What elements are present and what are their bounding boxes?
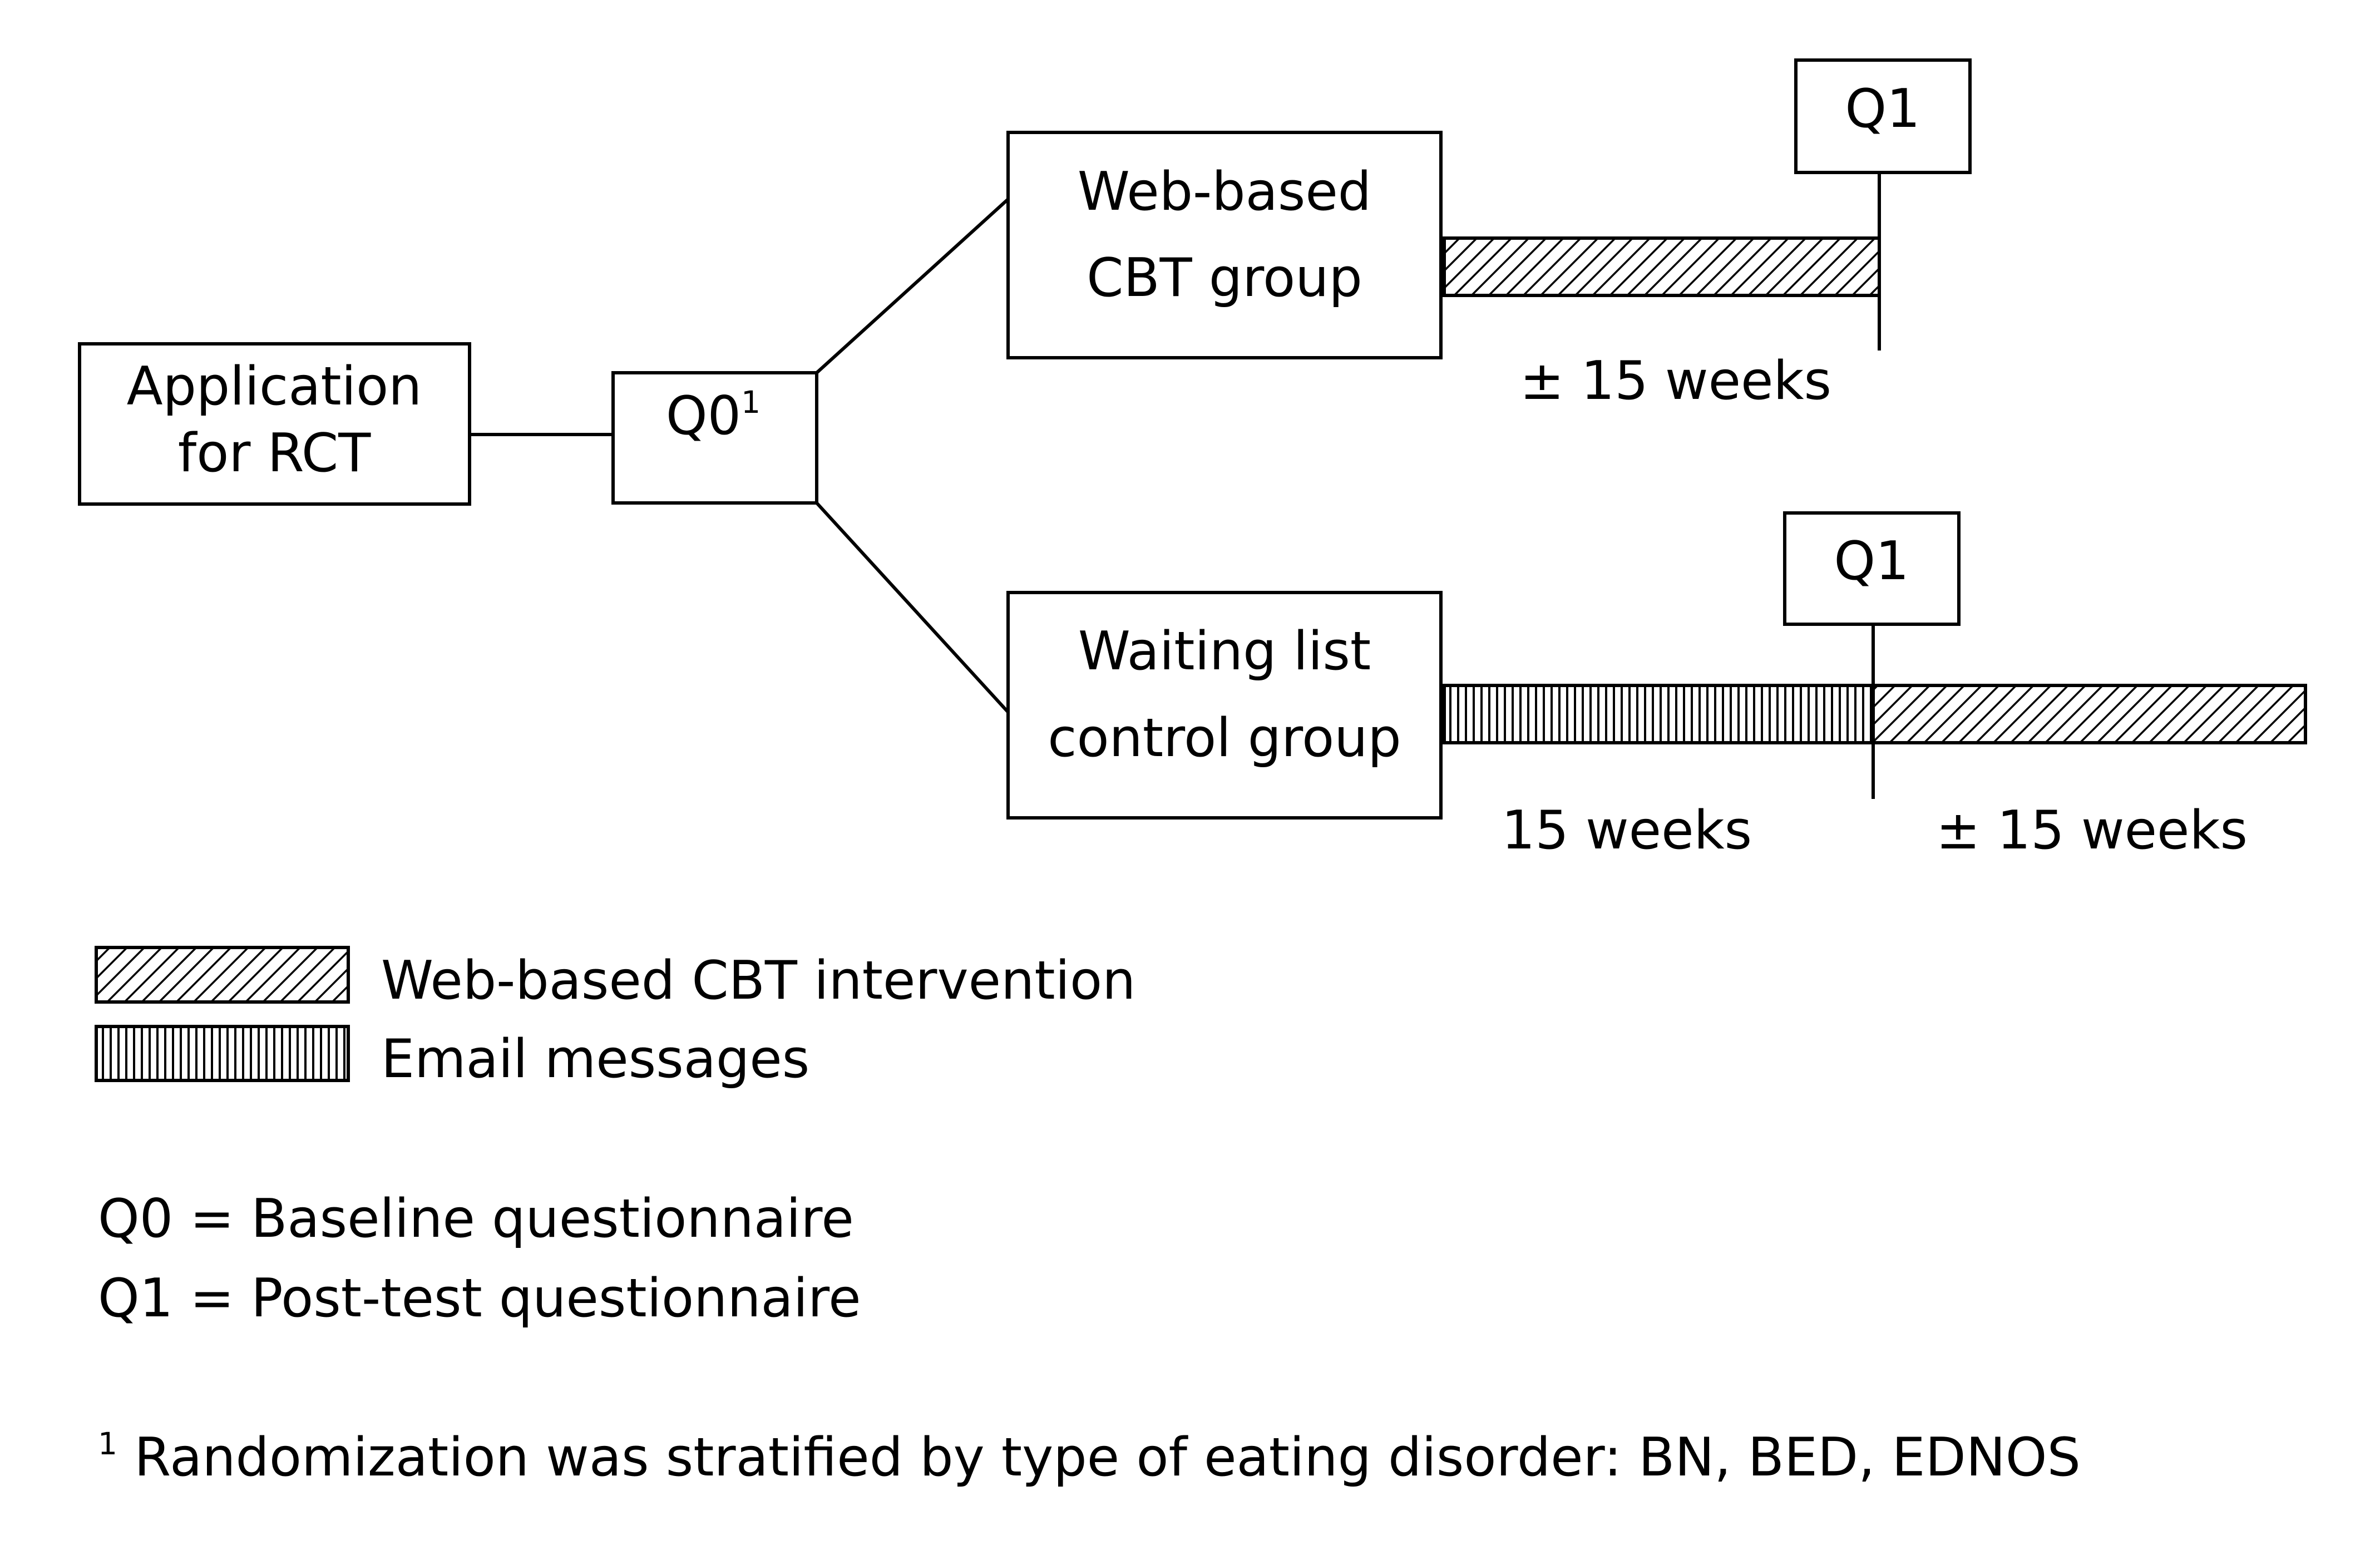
q0-label-superscript: 1 <box>741 384 761 420</box>
web-intervention-duration: ± 15 weeks <box>1520 351 1831 412</box>
waiting-group-label-line1: Waiting list <box>1078 621 1371 682</box>
web-group-box <box>1006 131 1443 359</box>
definition-q0: Q0 = Baseline questionnaire <box>98 1188 854 1250</box>
q0-box <box>611 371 818 505</box>
legend: Web-based CBT intervention Email message… <box>95 946 1135 1090</box>
q1-top-box <box>1794 58 1972 174</box>
legend-vertical-swatch <box>95 1025 350 1082</box>
legend-intervention-label: Web-based CBT intervention <box>381 950 1135 1011</box>
waiting-group-label-line2: control group <box>1048 708 1401 769</box>
web-group-label-line2: CBT group <box>1087 248 1362 309</box>
waiting-group-node: Waiting list control group <box>1006 591 1443 820</box>
link-q0-web <box>815 198 1010 374</box>
link-q0-waiting <box>815 501 1010 714</box>
waiting-email-bar <box>1443 684 1875 744</box>
waiting-group-box <box>1006 591 1443 820</box>
application-box <box>78 342 471 506</box>
q0-label: Q01 <box>666 384 761 447</box>
application-label-line1: Application <box>127 356 422 417</box>
q1-top-label: Q1 <box>1845 78 1920 140</box>
legend-diagonal-swatch <box>95 946 350 1004</box>
waiting-intervention-bar <box>1872 684 2307 744</box>
waiting-intervention-duration: ± 15 weeks <box>1936 800 2248 861</box>
q1-bottom-label: Q1 <box>1834 531 1909 592</box>
footnote: 1 Randomization was stratified by type o… <box>98 1426 2081 1488</box>
footnote-marker: 1 <box>98 1426 117 1462</box>
footnote-text: Randomization was stratified by type of … <box>117 1427 2081 1488</box>
web-intervention-bar <box>1443 236 1881 297</box>
legend-email-label: Email messages <box>381 1029 809 1090</box>
q0-node: Q01 <box>611 371 818 505</box>
definition-q1: Q1 = Post-test questionnaire <box>98 1268 861 1329</box>
web-group-node: Web-based CBT group <box>1006 131 1443 359</box>
web-group-label-line1: Web-based <box>1078 161 1371 223</box>
application-node: Application for RCT <box>78 342 471 506</box>
q1-bottom-box <box>1783 511 1961 626</box>
waiting-email-duration: 15 weeks <box>1502 800 1752 861</box>
q0-label-main: Q0 <box>666 386 741 447</box>
application-label-line2: for RCT <box>178 423 371 484</box>
